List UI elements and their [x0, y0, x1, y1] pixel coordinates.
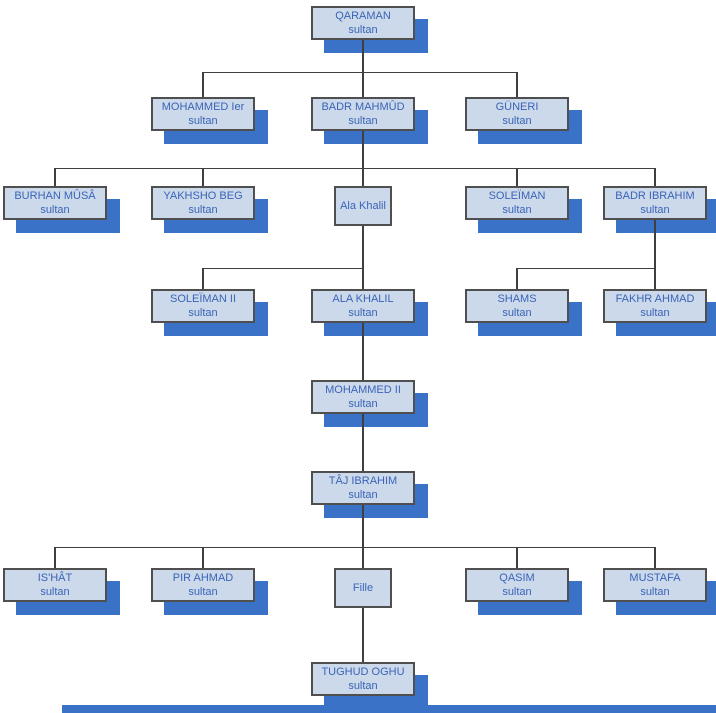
- node-label: GÜNERI: [495, 101, 539, 113]
- node-ala-khalil-2: ALA KHALIL sultan: [311, 289, 415, 323]
- node-sublabel: sultan: [348, 307, 378, 319]
- node-sublabel: sultan: [502, 204, 532, 216]
- connector-badr-mahmud-stub-soleiman: [516, 168, 518, 186]
- connector-fille-stub-tughud-oghu: [362, 635, 364, 662]
- node-label: BADR MAHMÛD: [321, 101, 405, 113]
- node-sublabel: sultan: [502, 115, 532, 127]
- connector-qaraman-stub-mohammed-1: [202, 72, 204, 97]
- connector-taj-ibrahim-bus: [54, 547, 656, 548]
- node-label: MUSTAFA: [629, 572, 681, 584]
- node-mustafa: MUSTAFA sultan: [603, 568, 707, 602]
- connector-taj-ibrahim-stub-fille: [362, 547, 364, 568]
- node-sublabel: sultan: [640, 204, 670, 216]
- connector-fille-drop: [362, 608, 364, 635]
- node-label: TÂJ IBRAHIM: [328, 475, 398, 487]
- connector-mohammed-2-drop: [362, 414, 364, 443]
- connector-mohammed-2-stub-taj-ibrahim: [362, 443, 364, 471]
- node-label: SOLEÏMAN: [488, 190, 546, 202]
- node-sublabel: sultan: [40, 204, 70, 216]
- node-sublabel: sultan: [348, 398, 378, 410]
- node-label: MOHAMMED Ier: [161, 101, 245, 113]
- node-label: MOHAMMED II: [325, 384, 401, 396]
- connector-ala-khalil-2-stub-mohammed-2: [362, 352, 364, 380]
- connector-ala-khalil-stub-ala-khalil-2: [362, 268, 364, 289]
- connector-ala-khalil-bus: [202, 268, 364, 269]
- node-sublabel: sultan: [348, 24, 378, 36]
- node-sublabel: sultan: [502, 586, 532, 598]
- connector-taj-ibrahim-drop: [362, 505, 364, 547]
- node-label: SOLEÏMAN II: [169, 293, 237, 305]
- connector-badr-ibrahim-stub-shams: [516, 268, 518, 289]
- connector-badr-mahmud-stub-burhan-musa: [54, 168, 56, 186]
- node-sublabel: sultan: [188, 115, 218, 127]
- node-sublabel: sultan: [348, 489, 378, 501]
- node-label: QARAMAN: [335, 10, 391, 22]
- node-label: IS'HÂT: [37, 572, 73, 584]
- node-label: Ala Khalil: [340, 200, 386, 212]
- node-badr-mahmud: BADR MAHMÛD sultan: [311, 97, 415, 131]
- node-label: FAKHR AHMAD: [615, 293, 695, 305]
- node-ishat: IS'HÂT sultan: [3, 568, 107, 602]
- node-soleiman: SOLEÏMAN sultan: [465, 186, 569, 220]
- node-label: BURHAN MÛSÂ: [14, 190, 96, 202]
- node-qasim: QASIM sultan: [465, 568, 569, 602]
- node-fakhr-ahmad: FAKHR AHMAD sultan: [603, 289, 707, 323]
- connector-qaraman-bus: [202, 72, 518, 73]
- node-mohammed-2: MOHAMMED II sultan: [311, 380, 415, 414]
- node-badr-ibrahim: BADR IBRAHIM sultan: [603, 186, 707, 220]
- node-sublabel: sultan: [188, 204, 218, 216]
- node-shams: SHAMS sultan: [465, 289, 569, 323]
- node-sublabel: sultan: [348, 680, 378, 692]
- node-sublabel: sultan: [348, 115, 378, 127]
- connector-taj-ibrahim-stub-qasim: [516, 547, 518, 568]
- node-ala-khalil: Ala Khalil: [334, 186, 392, 226]
- connector-badr-ibrahim-stub-fakhr-ahmad: [654, 268, 656, 289]
- connector-taj-ibrahim-stub-ishat: [54, 547, 56, 568]
- connector-badr-mahmud-bus: [54, 168, 656, 169]
- node-pir-ahmad: PIR AHMAD sultan: [151, 568, 255, 602]
- connector-badr-ibrahim-drop: [654, 220, 656, 268]
- node-sublabel: sultan: [640, 307, 670, 319]
- connector-qaraman-drop: [362, 40, 364, 72]
- node-label: PIR AHMAD: [172, 572, 234, 584]
- node-sublabel: sultan: [640, 586, 670, 598]
- connector-ala-khalil-2-drop: [362, 323, 364, 352]
- node-label: YAKHSHO BEG: [163, 190, 243, 202]
- connector-ala-khalil-stub-soleiman-2: [202, 268, 204, 289]
- connector-ala-khalil-drop: [362, 226, 364, 268]
- node-burhan-musa: BURHAN MÛSÂ sultan: [3, 186, 107, 220]
- node-sublabel: sultan: [40, 586, 70, 598]
- node-guneri: GÜNERI sultan: [465, 97, 569, 131]
- node-label: QASIM: [499, 572, 535, 584]
- node-tughud-oghu: TUGHUD OGHU sultan: [311, 662, 415, 696]
- node-label: ALA KHALIL: [332, 293, 394, 305]
- node-mohammed-1: MOHAMMED Ier sultan: [151, 97, 255, 131]
- node-soleiman-2: SOLEÏMAN II sultan: [151, 289, 255, 323]
- node-sublabel: sultan: [188, 307, 218, 319]
- connector-taj-ibrahim-stub-mustafa: [654, 547, 656, 568]
- node-label: SHAMS: [497, 293, 537, 305]
- connector-badr-ibrahim-bus: [516, 268, 656, 269]
- connector-badr-mahmud-stub-badr-ibrahim: [654, 168, 656, 186]
- node-sublabel: sultan: [502, 307, 532, 319]
- node-fille: Fille: [334, 568, 392, 608]
- connector-badr-mahmud-stub-yakhsho-beg: [202, 168, 204, 186]
- node-qaraman: QARAMAN sultan: [311, 6, 415, 40]
- node-sublabel: sultan: [188, 586, 218, 598]
- node-label: Fille: [352, 582, 374, 594]
- node-taj-ibrahim: TÂJ IBRAHIM sultan: [311, 471, 415, 505]
- connector-taj-ibrahim-stub-pir-ahmad: [202, 547, 204, 568]
- connector-badr-mahmud-drop: [362, 131, 364, 168]
- connector-qaraman-stub-guneri: [516, 72, 518, 97]
- node-yakhsho-beg: YAKHSHO BEG sultan: [151, 186, 255, 220]
- connector-qaraman-stub-badr-mahmud: [362, 72, 364, 97]
- bottom-blue-bar: [62, 705, 716, 713]
- connector-badr-mahmud-stub-ala-khalil: [362, 168, 364, 186]
- node-label: TUGHUD OGHU: [321, 666, 405, 678]
- node-label: BADR IBRAHIM: [615, 190, 695, 202]
